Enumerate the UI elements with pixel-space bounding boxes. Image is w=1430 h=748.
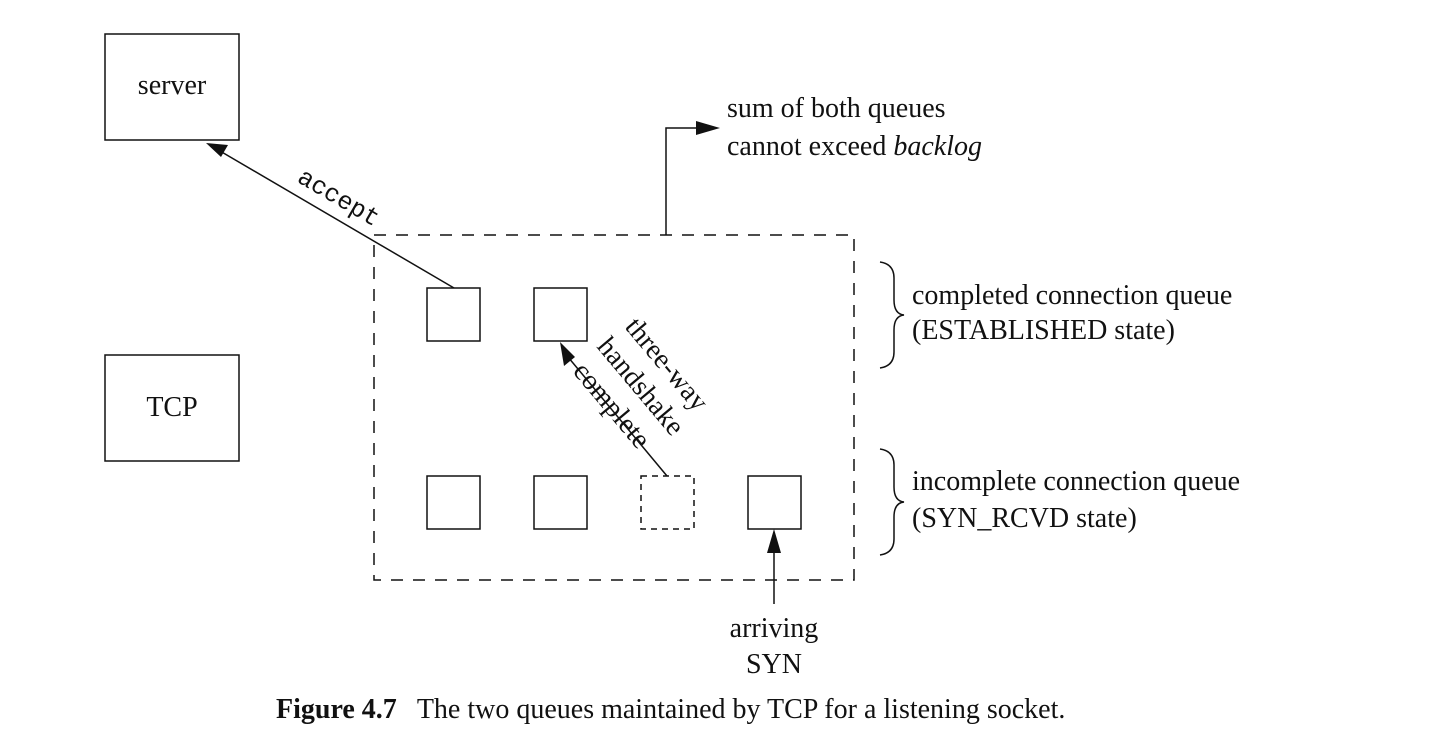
arriving-label-line2: SYN <box>746 649 802 680</box>
backlog-note-line2: cannot exceed backlog <box>727 131 982 162</box>
backlog-callout: sum of both queues cannot exceed backlog <box>665 93 982 235</box>
tcp-label: TCP <box>146 392 197 423</box>
completed-entry-2 <box>533 287 588 342</box>
arriving-label-line1: arriving <box>730 613 819 644</box>
completed-queue-label: completed connection queue (ESTABLISHED … <box>912 280 1232 346</box>
incomplete-entry-2 <box>533 475 588 530</box>
accept-arrow-line <box>219 150 455 289</box>
completed-queue <box>426 287 588 342</box>
backlog-callout-line <box>665 127 697 235</box>
incomplete-entry-moving <box>640 475 695 530</box>
incomplete-entry-new <box>747 475 802 530</box>
completed-queue-label-line1: completed connection queue <box>912 280 1232 311</box>
backlog-note-line1: sum of both queues <box>727 93 946 124</box>
server-box <box>104 33 240 141</box>
backlog-note-emphasis: backlog <box>893 131 982 162</box>
arriving-syn-arrow: arriving SYN <box>730 529 819 680</box>
incomplete-queue-brace <box>879 448 905 556</box>
figure-caption-text: The two queues maintained by TCP for a l… <box>417 694 1066 725</box>
incomplete-entry-1 <box>426 475 481 530</box>
tcp-box <box>104 354 240 462</box>
completed-queue-label-line2: (ESTABLISHED state) <box>912 315 1175 346</box>
figure-caption-label: Figure 4.7 <box>276 694 397 725</box>
server-node: server <box>104 33 240 141</box>
completed-queue-brace <box>879 261 905 369</box>
tcp-node: TCP <box>104 354 240 462</box>
handshake-arrowhead <box>560 342 575 366</box>
completed-entry-1 <box>426 287 481 342</box>
server-label: server <box>138 70 207 101</box>
accept-arrowhead <box>206 143 228 157</box>
queues-region <box>373 234 855 581</box>
accept-arrow: accept <box>206 143 455 289</box>
incomplete-queue-label-line2: (SYN_RCVD state) <box>912 503 1137 534</box>
backlog-note-prefix: cannot exceed <box>727 131 893 162</box>
arriving-arrowhead <box>767 529 781 553</box>
figure-caption: Figure 4.7 The two queues maintained by T… <box>276 694 1065 725</box>
incomplete-queue <box>426 475 802 530</box>
incomplete-queue-label: incomplete connection queue (SYN_RCVD st… <box>912 466 1240 534</box>
backlog-callout-arrowhead <box>696 121 720 135</box>
handshake-arrow-line <box>567 356 668 477</box>
accept-label: accept <box>292 163 384 233</box>
incomplete-queue-label-line1: incomplete connection queue <box>912 466 1240 497</box>
